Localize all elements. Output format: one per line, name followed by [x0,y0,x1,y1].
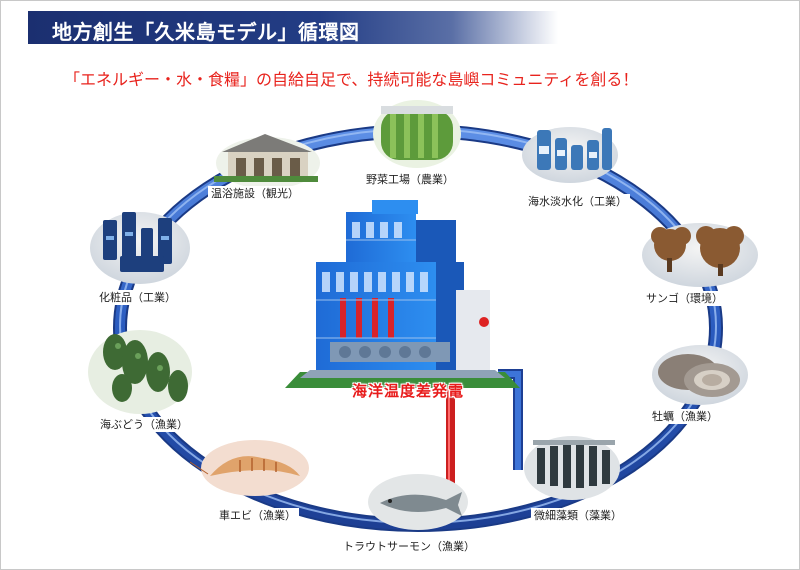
coral-photo [642,223,758,287]
title-bar [28,11,558,44]
node-label-sea-grapes: 海ぶどう（漁業） [97,417,191,432]
bath-facility-photo [214,134,320,189]
node-label-oyster: 牡蠣（漁業） [649,409,721,424]
microalgae-tanks-photo [524,436,620,500]
node-label-microalgae: 微細藻類（藻業） [531,508,625,523]
page-title: 地方創生「久米島モデル」循環図 [52,20,360,44]
node-label-vegetable-factory: 野菜工場（農業） [363,172,457,187]
otec-label: 海洋温度差発電 [352,382,465,400]
vegetable-factory-photo [373,100,461,168]
sea-grapes-photo [88,330,192,414]
kuruma-shrimp-photo [189,440,309,496]
cold-water-pipe [446,385,455,488]
node-label-trout-salmon: トラウトサーモン（漁業） [340,539,478,554]
node-label-kuruma-shrimp: 車エビ（漁業） [216,508,299,523]
cosmetics-photo [90,212,190,284]
otec-plant-icon [285,200,520,388]
node-label-cosmetics: 化粧品（工業） [96,290,179,305]
node-label-desalination: 海水淡水化（工業） [525,194,630,209]
oyster-photo [652,345,748,405]
page-subtitle: 「エネルギー・水・食糧」の自給自足で、持続可能な島嶼コミュニティを創る！ [64,70,639,89]
desalination-bottles-photo [522,127,618,183]
trout-salmon-photo [368,474,468,530]
node-label-coral: サンゴ（環境） [643,291,726,306]
node-label-bath-facility: 温浴施設（観光） [208,186,302,201]
warm-water-pipe [498,369,523,470]
